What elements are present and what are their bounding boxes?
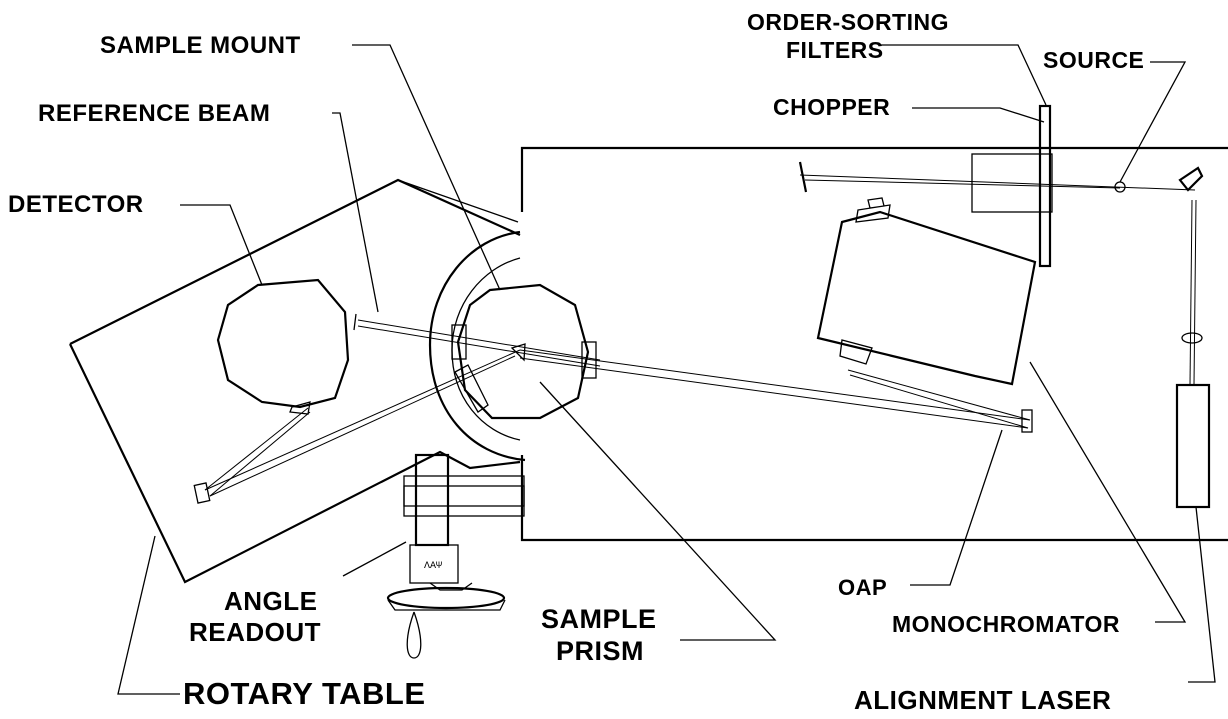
oap-mirror (1021, 409, 1033, 433)
label-sample: SAMPLE (541, 604, 657, 634)
label-detector: DETECTOR (8, 191, 144, 218)
reference-mirror (353, 313, 357, 331)
label-chopper: CHOPPER (773, 94, 890, 120)
label-sample-mount: SAMPLE MOUNT (100, 32, 301, 59)
label-source: SOURCE (1043, 47, 1144, 73)
monochromator-bottom-fitting (839, 339, 873, 365)
label-alignment-laser: ALIGNMENT LASER (854, 685, 1111, 715)
detector-body (216, 278, 350, 409)
prism-mirror (510, 343, 526, 362)
label-order-sorting-2: FILTERS (786, 37, 884, 63)
rotary-table-outline (69, 178, 521, 584)
source-mirror (798, 161, 808, 193)
label-oap: OAP (838, 575, 887, 600)
label-monochromator: MONOCHROMATOR (892, 611, 1120, 637)
main-bench-outline (520, 146, 1228, 542)
detector-mirror (193, 482, 211, 504)
label-readout: READOUT (189, 617, 321, 647)
label-angle: ANGLE (224, 586, 318, 616)
label-rotary-table: ROTARY TABLE (183, 676, 426, 711)
prism-clamp-bottom (454, 364, 489, 413)
fold-mirror (1178, 166, 1204, 192)
leader-lines (117, 44, 1216, 695)
monochromator-body (816, 210, 1037, 386)
label-reference-beam: REFERENCE BEAM (38, 100, 270, 127)
rotary-stage-mechanism: ΛΑΨ (386, 453, 525, 659)
label-prism: PRISM (556, 636, 644, 666)
order-sorting-filter (1038, 104, 1052, 268)
monochromator-top-fitting (855, 197, 891, 223)
alignment-laser-body (1175, 383, 1211, 509)
laser-ring-icon (1181, 332, 1203, 344)
svg-text:ΛΑΨ: ΛΑΨ (424, 561, 442, 572)
sample-prism (456, 283, 590, 420)
beam-lines (204, 174, 1197, 497)
sample-mount-ring (428, 230, 526, 462)
rotary-table-edge (397, 179, 519, 223)
chopper-housing (971, 153, 1053, 213)
label-order-sorting-1: ORDER-SORTING (747, 9, 949, 35)
